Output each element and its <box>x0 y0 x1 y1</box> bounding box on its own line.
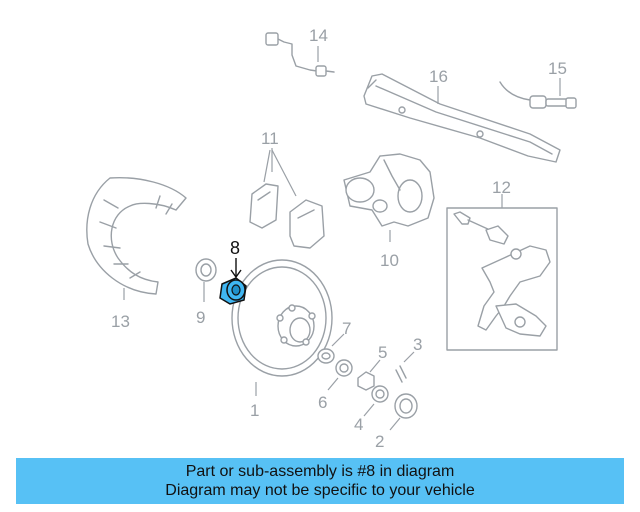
callout-12: 12 <box>492 178 511 197</box>
banner-line-part: Part or sub-assembly is #8 in diagram <box>185 463 455 480</box>
callout-1: 1 <box>250 401 259 420</box>
parts-diagram: 14 16 15 11 10 <box>86 26 577 451</box>
callout-5: 5 <box>378 343 387 362</box>
callout-6: 6 <box>318 393 327 412</box>
part-14-brake-hose: 14 <box>265 26 335 77</box>
part-13-splash-shield: 13 <box>86 176 187 331</box>
callout-3: 3 <box>413 335 422 354</box>
callout-15: 15 <box>548 59 567 78</box>
part-11-brake-pads: 11 <box>249 129 325 249</box>
callout-7: 7 <box>342 319 351 338</box>
banner-line-disclaimer: Diagram may not be specific to your vehi… <box>165 482 475 499</box>
part-9-seal: 9 <box>195 258 217 327</box>
part-3-cotter-pin: 3 <box>395 335 422 383</box>
callout-11: 11 <box>261 129 279 148</box>
callout-4: 4 <box>354 415 363 434</box>
callout-2: 2 <box>375 432 384 451</box>
part-4-washer: 4 <box>354 385 389 434</box>
callout-8: 8 <box>230 238 240 258</box>
callout-9: 9 <box>196 308 205 327</box>
part-12-carrier-kit: 12 <box>446 178 558 351</box>
part-2-dust-cap: 2 <box>375 393 418 451</box>
part-7-nut: 7 <box>317 319 351 364</box>
part-1-rotor: 1 <box>231 259 333 420</box>
info-banner: Part or sub-assembly is #8 in diagram Di… <box>16 458 624 504</box>
part-15-sensor: 15 <box>499 59 577 109</box>
part-5-castle-nut: 5 <box>357 343 387 391</box>
callout-10: 10 <box>380 251 399 270</box>
part-6-washer: 6 <box>318 359 353 412</box>
part-16-bracket: 16 <box>363 67 561 163</box>
part-10-caliper: 10 <box>343 153 435 270</box>
callout-14: 14 <box>309 26 328 45</box>
part-8-wheel-bearing: 8 <box>219 238 247 305</box>
callout-13: 13 <box>111 312 130 331</box>
callout-16: 16 <box>429 67 448 86</box>
